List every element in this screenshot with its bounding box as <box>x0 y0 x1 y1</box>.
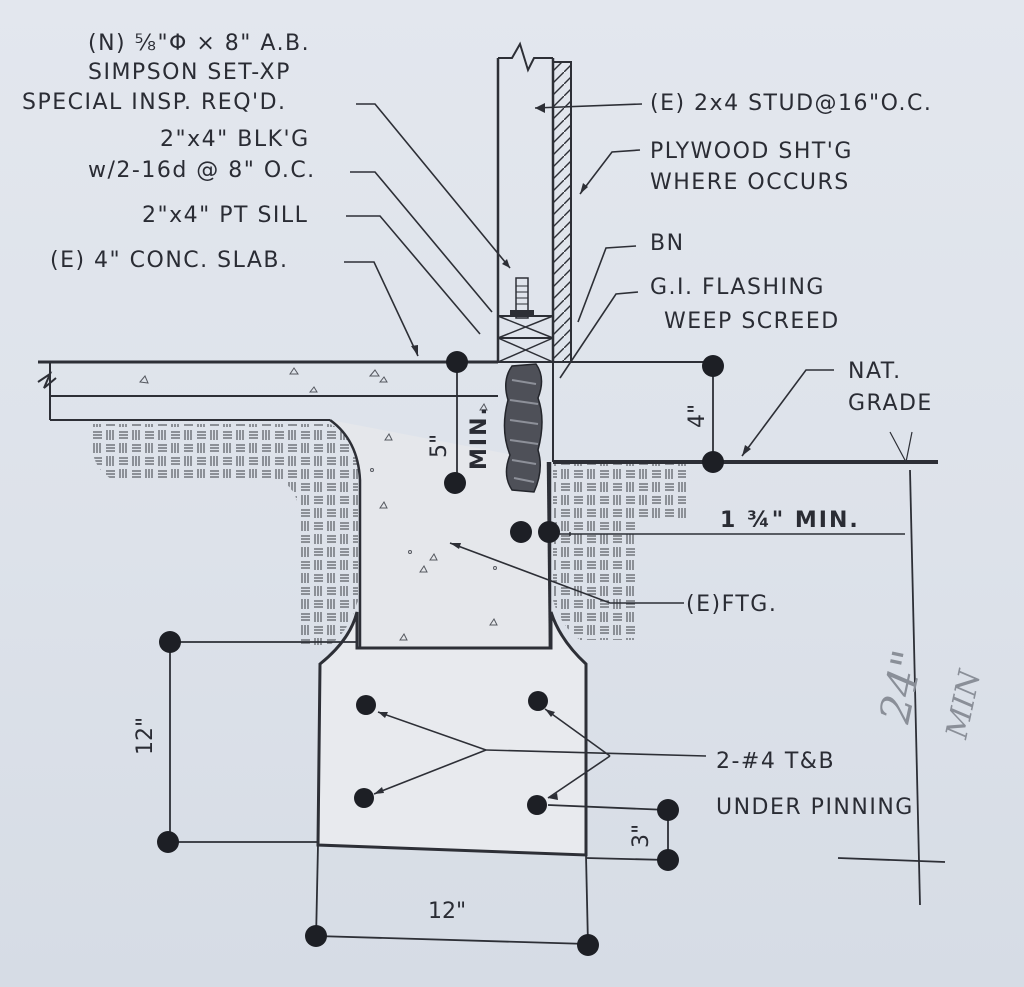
label-anchor-bolt-3: SPECIAL INSP. REQ'D. <box>22 90 287 115</box>
leader-lines <box>344 103 834 799</box>
label-slab: (E) 4" CONC. SLAB. <box>50 248 289 273</box>
concrete-aggregate <box>139 367 498 641</box>
dim-grade-drop: 4" <box>685 404 710 428</box>
label-grade-1: NAT. <box>848 359 902 384</box>
label-grade-2: GRADE <box>848 391 933 416</box>
label-flashing-1: G.I. FLASHING <box>650 275 825 300</box>
underpinning <box>316 611 588 857</box>
existing-slab <box>37 360 498 421</box>
handwritten-depth: 24" <box>870 646 933 728</box>
label-rebar-2: UNDER PINNING <box>716 795 914 820</box>
dim-embed-min: MIN. <box>467 405 492 470</box>
label-stud: (E) 2x4 STUD@16"O.C. <box>650 91 932 116</box>
stud-wall <box>496 41 572 363</box>
anchor-bolt <box>503 277 543 493</box>
leader-arrows <box>374 103 751 800</box>
label-blocking-2: w/2-16d @ 8" O.C. <box>88 158 316 183</box>
soil-right <box>553 462 686 640</box>
dim-cover: 3" <box>629 824 654 848</box>
label-footing: (E)FTG. <box>686 592 777 617</box>
label-clearance: 1 ¾" MIN. <box>720 508 860 533</box>
dim-height: 12" <box>133 717 158 755</box>
dim-embed: 5" <box>427 434 452 458</box>
existing-footing <box>329 418 552 650</box>
rebar <box>354 691 548 815</box>
grade-and-flashing <box>546 361 938 649</box>
dimension-lines <box>169 362 946 946</box>
label-flashing-2: WEEP SCREED <box>664 309 840 334</box>
label-anchor-bolt-1: (N) ⅝"Φ × 8" A.B. <box>88 31 310 56</box>
label-plywood-2: WHERE OCCURS <box>650 170 850 195</box>
label-blocking-1: 2"x4" BLK'G <box>160 127 310 152</box>
soil-left <box>92 424 358 645</box>
handwritten-depth-min: MIN <box>939 665 988 742</box>
label-plywood-1: PLYWOOD SHT'G <box>650 139 853 164</box>
label-rebar-1: 2-#4 T&B <box>716 749 835 774</box>
label-bn: BN <box>650 231 685 256</box>
label-sill: 2"x4" PT SILL <box>142 203 308 228</box>
label-anchor-bolt-2: SIMPSON SET-XP <box>88 60 291 85</box>
dim-width: 12" <box>428 899 466 924</box>
dimension-dots <box>157 351 724 956</box>
